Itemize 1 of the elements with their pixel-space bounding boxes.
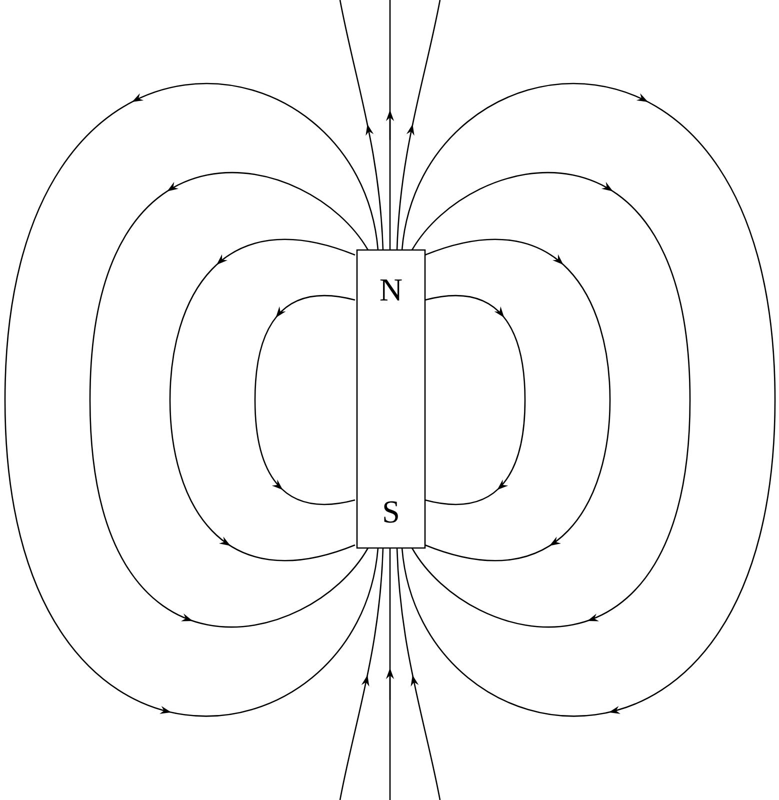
bar-magnet: N S xyxy=(356,249,426,549)
